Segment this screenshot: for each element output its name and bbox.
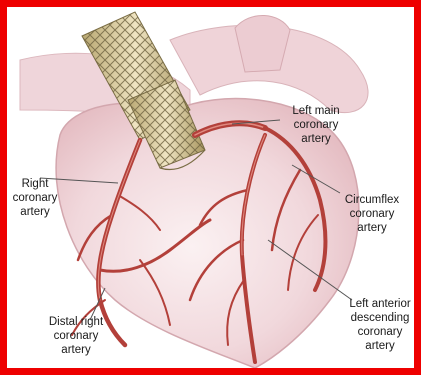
label-distal-right-coronary-artery: Distal right coronary artery [31,315,121,357]
label-left-main-coronary-artery: Left main coronary artery [271,104,361,146]
label-circumflex-coronary-artery: Circumflex coronary artery [327,193,417,235]
label-right-coronary-artery: Right coronary artery [5,177,65,219]
label-left-anterior-descending-coronary-artery: Left anterior descending coronary artery [335,297,421,353]
